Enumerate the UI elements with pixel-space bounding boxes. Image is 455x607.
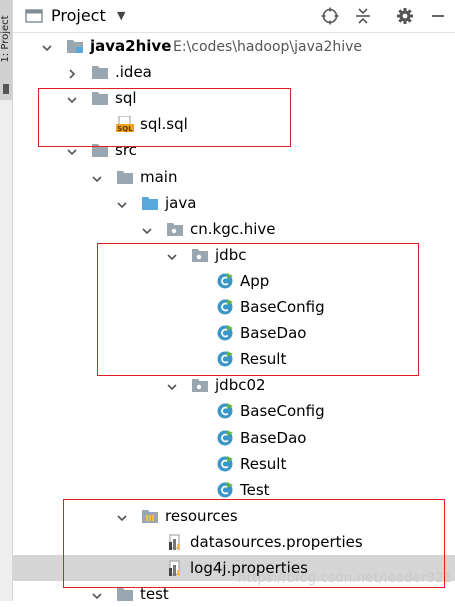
tree-label: .idea [115, 63, 152, 82]
tree-label: Result [240, 454, 287, 473]
project-tab-marker [3, 84, 9, 94]
chevron-down-icon[interactable] [66, 144, 78, 156]
tree-label: BaseConfig [240, 402, 325, 421]
package-icon [191, 377, 209, 393]
tree-row-jdbc-baseconfig[interactable]: BaseConfig [13, 294, 455, 320]
tree-row-pkg[interactable]: cn.kgc.hive [13, 216, 455, 242]
tree-row-jdbc02-basedao[interactable]: BaseDao [13, 425, 455, 451]
tree-row-jdbc02-result[interactable]: Result [13, 451, 455, 477]
chevron-down-icon[interactable] [91, 588, 103, 600]
tree-label: sql.sql [140, 115, 188, 134]
chevron-down-icon[interactable] [116, 510, 128, 522]
project-tool-tab[interactable]: 1: Project [0, 0, 12, 100]
java-class-icon [216, 298, 234, 315]
chevron-down-icon[interactable] [91, 171, 103, 183]
tree-label: Test [240, 480, 270, 499]
hide-panel-icon[interactable] [429, 7, 447, 25]
folder-icon [91, 90, 109, 106]
tree-label: jdbc [215, 245, 247, 264]
folder-icon [91, 64, 109, 80]
java-class-icon [216, 455, 234, 472]
module-path: E:\codes\hadoop\java2hive [173, 39, 363, 55]
java-class-icon [216, 324, 234, 341]
tree-label: java2hive [90, 37, 172, 55]
tree-label: cn.kgc.hive [190, 219, 276, 238]
tree-row-java[interactable]: java [13, 190, 455, 216]
tree-row-resources[interactable]: resources [13, 503, 455, 529]
tree-label: BaseDao [240, 428, 307, 447]
folder-icon [116, 586, 134, 602]
chevron-down-icon[interactable] [166, 249, 178, 261]
collapse-all-icon[interactable] [354, 7, 372, 25]
tree-label: jdbc02 [215, 376, 266, 395]
view-mode-dropdown-icon[interactable]: ▼ [117, 9, 126, 22]
tree-label: BaseConfig [240, 298, 325, 316]
tree-row-jdbc-basedao[interactable]: BaseDao [13, 320, 455, 346]
properties-file-icon [166, 559, 184, 576]
gear-icon[interactable] [396, 7, 414, 25]
chevron-down-icon[interactable] [66, 92, 78, 104]
tree-row-jdbc-result[interactable]: Result [13, 346, 455, 372]
java-class-icon [216, 481, 234, 498]
tree-label: Result [240, 350, 287, 369]
folder-icon [116, 169, 134, 185]
tree-row-jdbc02-test[interactable]: Test [13, 477, 455, 503]
tree-label: App [240, 271, 270, 290]
annotation-box-sql [38, 88, 291, 147]
tree-row-idea[interactable]: .idea [13, 59, 455, 85]
tree-label: java [165, 193, 197, 212]
annotation-box-resources [63, 499, 445, 588]
resources-folder-icon [141, 508, 159, 524]
tree-label: datasources.properties [190, 532, 363, 551]
tree-label: sql [115, 89, 137, 108]
tree-row-jdbc[interactable]: jdbc [13, 242, 455, 268]
package-icon [191, 247, 209, 263]
tree-row-jdbc02[interactable]: jdbc02 [13, 372, 455, 398]
chevron-down-icon[interactable] [116, 197, 128, 209]
watermark-text: https://blog.csdn.net/leader321 [238, 571, 453, 586]
svg-text:SQL: SQL [117, 125, 133, 132]
tree-label: src [115, 141, 137, 160]
panel-title: Project [51, 6, 106, 25]
tree-row-datasources[interactable]: datasources.properties [13, 529, 455, 555]
tree-label: resources [165, 506, 238, 525]
tree-label: BaseDao [240, 324, 307, 343]
module-folder-icon [66, 38, 84, 54]
java-class-icon [216, 350, 234, 367]
annotation-box-jdbc [97, 243, 419, 376]
properties-file-icon [166, 533, 184, 550]
java-class-icon [216, 429, 234, 445]
locate-target-icon[interactable] [321, 7, 339, 25]
folder-icon [91, 142, 109, 158]
project-panel-header: Project ▼ [13, 0, 455, 33]
source-folder-icon [141, 195, 159, 211]
tree-row-src[interactable]: src [13, 137, 455, 163]
java-class-icon [216, 402, 234, 419]
chevron-down-icon[interactable] [166, 379, 178, 391]
chevron-down-icon[interactable] [41, 40, 53, 52]
project-folder-icon [25, 9, 43, 23]
chevron-right-icon[interactable] [66, 66, 78, 79]
tree-row-log4j[interactable]: log4j.properties [13, 555, 455, 581]
package-icon [166, 221, 184, 237]
tree-row-sql-file[interactable]: SQL sql.sql [13, 111, 455, 137]
java-class-icon [216, 272, 234, 289]
tree-row-main[interactable]: main [13, 164, 455, 190]
chevron-down-icon[interactable] [141, 223, 153, 235]
tree-row-jdbc02-baseconfig[interactable]: BaseConfig [13, 398, 455, 424]
tree-row-sql-folder[interactable]: sql [13, 85, 455, 111]
sql-file-icon: SQL [116, 115, 134, 133]
tree-row-test[interactable]: test [13, 581, 455, 607]
tree-label: test [140, 585, 169, 604]
tool-window-sidebar: 1: Project [0, 0, 13, 601]
tree-row-jdbc-app[interactable]: App [13, 268, 455, 294]
tree-label: log4j.properties [190, 559, 308, 577]
project-tab-label: 1: Project [0, 15, 11, 63]
tree-label: main [140, 167, 178, 186]
